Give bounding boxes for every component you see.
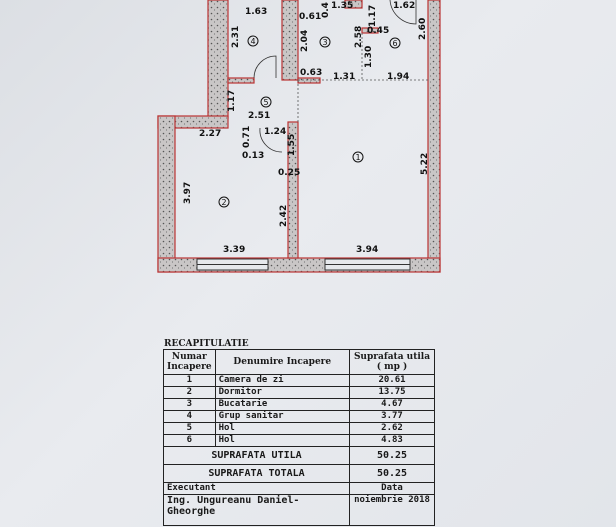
row-num: 5: [163, 422, 216, 435]
dim: 3.39: [223, 245, 245, 255]
room-2-number: 2: [221, 198, 226, 207]
dim: 0.4: [321, 2, 331, 18]
recap-title: RECAPITULATIE: [164, 339, 249, 349]
total-area-label: SUPRAFATA TOTALA: [163, 464, 350, 483]
recap-table: Numar Incapere Denumire Incapere Suprafa…: [163, 349, 435, 526]
row-num: 1: [163, 374, 216, 387]
row-name: Dormitor: [214, 386, 351, 399]
row-num: 4: [163, 410, 216, 423]
row-area: 20.61: [349, 374, 435, 387]
header-area: Suprafata utila ( mp ): [349, 349, 435, 375]
row-name: Grup sanitar: [214, 410, 351, 423]
doors: [253, 0, 417, 153]
header-name: Denumire Incapere: [214, 349, 351, 375]
executant-name: Ing. Ungureanu Daniel-Gheorghe: [163, 494, 350, 526]
dim: 2.27: [199, 129, 221, 139]
dim: 0.45: [367, 26, 389, 36]
dim: 2.60: [418, 18, 428, 40]
row-area: 4.67: [349, 398, 435, 411]
row-area: 4.83: [349, 434, 435, 447]
dim: 2.58: [354, 26, 364, 48]
dim: 1.31: [333, 72, 355, 82]
dim: 2.51: [248, 111, 270, 121]
dimension-labels: 1.63 2.31 0.61 0.4 1.35 2.04 0.63 1.17 0…: [183, 1, 430, 255]
date-label: Data: [349, 482, 435, 495]
room-1-number: 1: [355, 153, 360, 162]
dim: 5.22: [420, 153, 430, 175]
dim: 1.30: [364, 46, 374, 68]
dim: 1.55: [287, 134, 297, 156]
row-name: Bucatarie: [214, 398, 351, 411]
dim: 1.35: [331, 1, 353, 11]
dim: 1.62: [393, 1, 415, 11]
dim: 0.13: [242, 151, 264, 161]
dim: 1.17: [368, 5, 378, 27]
useful-area-value: 50.25: [349, 446, 435, 465]
room-3-number: 3: [322, 38, 327, 47]
row-area: 2.62: [349, 422, 435, 435]
room-4-number: 4: [250, 37, 255, 46]
row-num: 2: [163, 386, 216, 399]
table-header: Numar Incapere Denumire Incapere Suprafa…: [163, 349, 435, 375]
dim: 2.31: [231, 26, 241, 48]
row-area: 3.77: [349, 410, 435, 423]
dim: 1.17: [227, 90, 237, 112]
floor-plan: 4 3 6 5 1 2 1.63 2.31 0.61 0.4 1.35 2.04…: [157, 0, 441, 273]
dim: 2.42: [279, 205, 289, 227]
room-5-number: 5: [263, 98, 268, 107]
dim: 0.61: [299, 12, 321, 22]
row-num: 6: [163, 434, 216, 447]
row-area: 13.75: [349, 386, 435, 399]
useful-area-label: SUPRAFATA UTILA: [163, 446, 350, 465]
dim: 2.04: [300, 30, 310, 52]
dim: 0.25: [278, 168, 300, 178]
row-name: Camera de zi: [214, 374, 351, 387]
row-name: Hol: [214, 422, 351, 435]
dashed-lines: [297, 33, 428, 122]
dim: 1.94: [387, 72, 409, 82]
dim: 1.24: [264, 127, 286, 137]
row-name: Hol: [214, 434, 351, 447]
dim: 3.97: [183, 182, 193, 204]
dim: 0.71: [242, 126, 252, 148]
row-num: 3: [163, 398, 216, 411]
dim: 0.63: [300, 68, 322, 78]
dim: 3.94: [356, 245, 378, 255]
windows: [196, 258, 411, 271]
executant-label: Executant: [163, 482, 350, 495]
date-value: noiembrie 2018: [349, 494, 435, 526]
dim: 1.63: [245, 7, 267, 17]
room-6-number: 6: [392, 39, 397, 48]
header-number: Numar Incapere: [163, 349, 216, 375]
room-markers: [218, 35, 401, 208]
total-area-value: 50.25: [349, 464, 435, 483]
